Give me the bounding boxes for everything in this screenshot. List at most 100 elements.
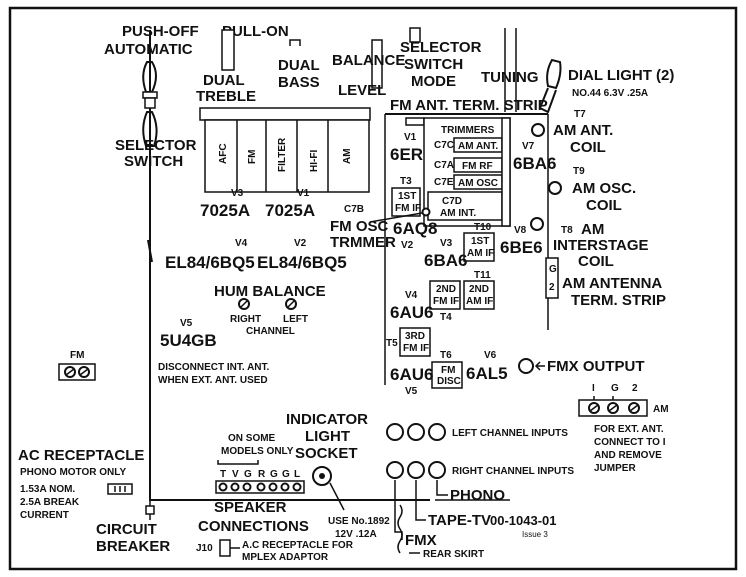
level-label: LEVEL <box>338 82 386 99</box>
am-interstage-coil-slug[interactable] <box>530 217 544 231</box>
selector-mode-label-2: SWITCH <box>404 56 463 73</box>
selector-mode-label-3: MODE <box>411 73 456 90</box>
c7c-label: C7C <box>434 140 454 151</box>
am-screw-2[interactable] <box>628 402 640 414</box>
indicator-leader <box>329 482 345 511</box>
dial-light-label: DIAL LIGHT (2) <box>568 67 674 84</box>
indicator-label-2: LIGHT <box>305 428 350 445</box>
left-input-jack-2[interactable] <box>407 423 425 441</box>
balance-shaft <box>371 39 383 89</box>
am-term-2: 2 <box>632 383 638 394</box>
ac-break-2: CURRENT <box>20 510 69 521</box>
fm-note-2: WHEN EXT. ANT. USED <box>158 375 268 386</box>
t6-label: T6 <box>440 350 452 361</box>
fm-if3-line1: 3RD <box>405 331 425 342</box>
right-input-jack-2[interactable] <box>407 461 425 479</box>
tuning-label: TUNING <box>481 69 539 86</box>
spk-term-r: R <box>258 469 266 480</box>
selector-pos-am: AM <box>342 148 353 164</box>
pull-on-label: PULL-ON <box>222 23 289 40</box>
right-input-jack-1[interactable] <box>386 461 404 479</box>
tube-v2-6aq8: 6AQ8 <box>393 219 437 238</box>
fmx-label: FMX <box>405 532 437 549</box>
v5-left-ref: V5 <box>180 318 193 329</box>
mplex-note-1: A.C RECEPTACLE FOR <box>242 540 354 551</box>
c7d-trimmer[interactable] <box>427 191 503 221</box>
am-osc-coil-slug[interactable] <box>548 181 562 195</box>
fmx-output-jack[interactable] <box>518 358 534 374</box>
hum-right-label: RIGHT <box>230 314 261 325</box>
ac-receptacle-title: AC RECEPTACLE <box>18 447 144 464</box>
selector-switch-label-2: SWITCH <box>124 153 183 170</box>
balance-label: BALANCE <box>332 52 405 69</box>
v3-left-ref: V3 <box>231 188 244 199</box>
t10-am-if1 <box>463 232 495 262</box>
c7b-trimmer-hole[interactable] <box>421 207 431 217</box>
right-inputs-label: RIGHT CHANNEL INPUTS <box>452 466 574 477</box>
am-screw-g[interactable] <box>607 402 619 414</box>
t10-label: T10 <box>474 222 492 233</box>
c7b-label: C7B <box>344 204 364 215</box>
indicator-socket-center <box>319 473 325 479</box>
spk-term-t: T <box>220 469 226 480</box>
left-inputs-label: LEFT CHANNEL INPUTS <box>452 428 568 439</box>
v5-if-ref: V5 <box>405 386 418 397</box>
v6-disc-ref: V6 <box>484 350 497 361</box>
c7d-label: C7D <box>442 196 462 207</box>
fm-screw-1[interactable] <box>64 366 76 378</box>
tube-v6-6al5: 6AL5 <box>466 364 508 383</box>
am-antenna-strip-label-1: AM ANTENNA <box>562 275 662 292</box>
speaker-screws[interactable] <box>218 482 302 492</box>
dual-treble-label-1: DUAL <box>203 72 245 89</box>
am-antenna-strip <box>545 257 559 299</box>
fm-screw-2[interactable] <box>78 366 90 378</box>
right-input-jack-3[interactable] <box>428 461 446 479</box>
push-off-label: PUSH-OFF <box>122 23 199 40</box>
circuit-breaker[interactable] <box>145 505 155 515</box>
selector-pos-afc: AFC <box>218 143 229 164</box>
tube-v8-6be6: 6BE6 <box>500 238 543 257</box>
drawing-number: 00-1043-01 <box>490 513 557 528</box>
am-note-3: AND REMOVE <box>594 450 662 461</box>
mode-shaft <box>409 27 421 43</box>
rear-skirt-break <box>397 504 403 554</box>
am-term-g: G <box>611 383 619 394</box>
tape-tv-label: TAPE-TV <box>428 512 491 529</box>
spk-term-v: V <box>232 469 239 480</box>
outer-border <box>8 6 738 571</box>
hum-left-label: LEFT <box>283 314 308 325</box>
rear-skirt-label: REAR SKIRT <box>423 549 484 560</box>
am-screw-i[interactable] <box>588 402 600 414</box>
am-if2-line2: AM IF <box>466 296 493 307</box>
spk-term-g1: G <box>244 469 252 480</box>
selector-bracket <box>199 107 371 121</box>
some-models-1: ON SOME <box>228 433 276 444</box>
ac-receptacle-note: PHONO MOTOR ONLY <box>20 467 126 478</box>
selector-switch-knob <box>142 111 158 147</box>
am-ant-trimmer-label: AM ANT. <box>458 141 498 152</box>
ac-nom: 1.53A NOM. <box>20 484 75 495</box>
left-input-jack-3[interactable] <box>428 423 446 441</box>
hum-balance-right-pot[interactable] <box>238 298 250 310</box>
t5-fm-if3 <box>399 327 431 357</box>
am-ant-coil-label-1: AM ANT. <box>553 122 613 139</box>
v1-rf-ref: V1 <box>404 132 417 143</box>
phono-path <box>436 480 448 496</box>
dual-bass-label-1: DUAL <box>278 57 320 74</box>
am-if1-line2: AM IF <box>467 248 494 259</box>
fm-if1-line2: FM IF <box>395 203 421 214</box>
c7e-label: C7E <box>434 177 454 188</box>
left-input-jack-1[interactable] <box>386 423 404 441</box>
t5-label: T5 <box>386 338 398 349</box>
hum-balance-left-pot[interactable] <box>285 298 297 310</box>
am-osc-coil-label-2: COIL <box>586 197 622 214</box>
am-note-4: JUMPER <box>594 463 636 474</box>
v4-lead <box>147 239 153 263</box>
am-ant-coil-slug[interactable] <box>531 123 545 137</box>
speaker-connections-label-1: SPEAKER <box>214 499 287 516</box>
j10-receptacle[interactable] <box>219 539 231 557</box>
dual-bass-label-2: BASS <box>278 74 320 91</box>
dial-light-spec: NO.44 6.3V .25A <box>572 88 648 99</box>
indicator-use-1: USE No.1892 <box>328 516 390 527</box>
v8-am-ref: V8 <box>514 225 527 236</box>
